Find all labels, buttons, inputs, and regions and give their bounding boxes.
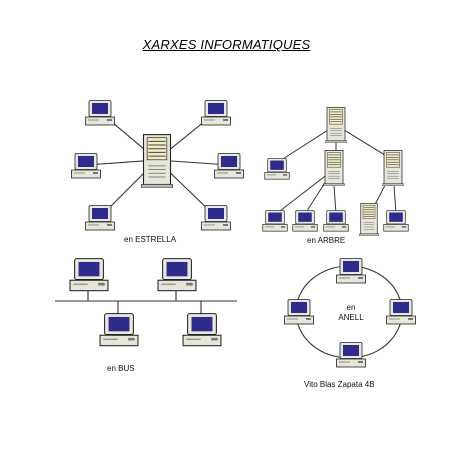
bus-pc-icon: [99, 313, 139, 347]
star-pc-icon: [201, 100, 231, 126]
tree-topology: [262, 107, 409, 236]
author-signature: Vito Blas Zapata 4B: [304, 380, 375, 389]
star-pc-icon: [85, 205, 115, 231]
tree-server-icon: [359, 203, 379, 236]
tree-server-icon: [323, 150, 345, 186]
ring-pc-icon: [336, 342, 366, 368]
tree-pc-icon: [264, 158, 290, 180]
star-pc-icon: [71, 153, 101, 179]
tree-pc-icon: [262, 210, 288, 232]
bus-label: en BUS: [107, 364, 135, 373]
bus-pc-icon: [157, 258, 197, 292]
star-pc-icon: [201, 205, 231, 231]
ring-topology: [284, 258, 416, 368]
bus-pc-icon: [182, 313, 222, 347]
ring-pc-icon: [336, 258, 366, 284]
ring-label-line2: ANELL: [338, 313, 364, 322]
bus-topology: [55, 258, 237, 347]
ring-label-line1: en: [346, 303, 356, 312]
tree-pc-icon: [323, 210, 349, 232]
bus-pc-icon: [69, 258, 109, 292]
ring-pc-icon: [284, 299, 314, 325]
star-label: en ESTRELLA: [124, 235, 177, 244]
ring-pc-icon: [386, 299, 416, 325]
star-pc-icon: [214, 153, 244, 179]
tree-pc-icon: [383, 210, 409, 232]
tree-pc-icon: [292, 210, 318, 232]
ring-label: en ANELL: [331, 303, 371, 323]
tree-server-icon: [382, 150, 404, 186]
star-pc-icon: [85, 100, 115, 126]
tree-label: en ARBRE: [307, 236, 346, 245]
tree-root-server-icon: [325, 107, 347, 143]
star-topology: [71, 100, 244, 231]
star-server-icon: [141, 134, 173, 188]
page-title: XARXES INFORMATIQUES: [142, 37, 311, 52]
